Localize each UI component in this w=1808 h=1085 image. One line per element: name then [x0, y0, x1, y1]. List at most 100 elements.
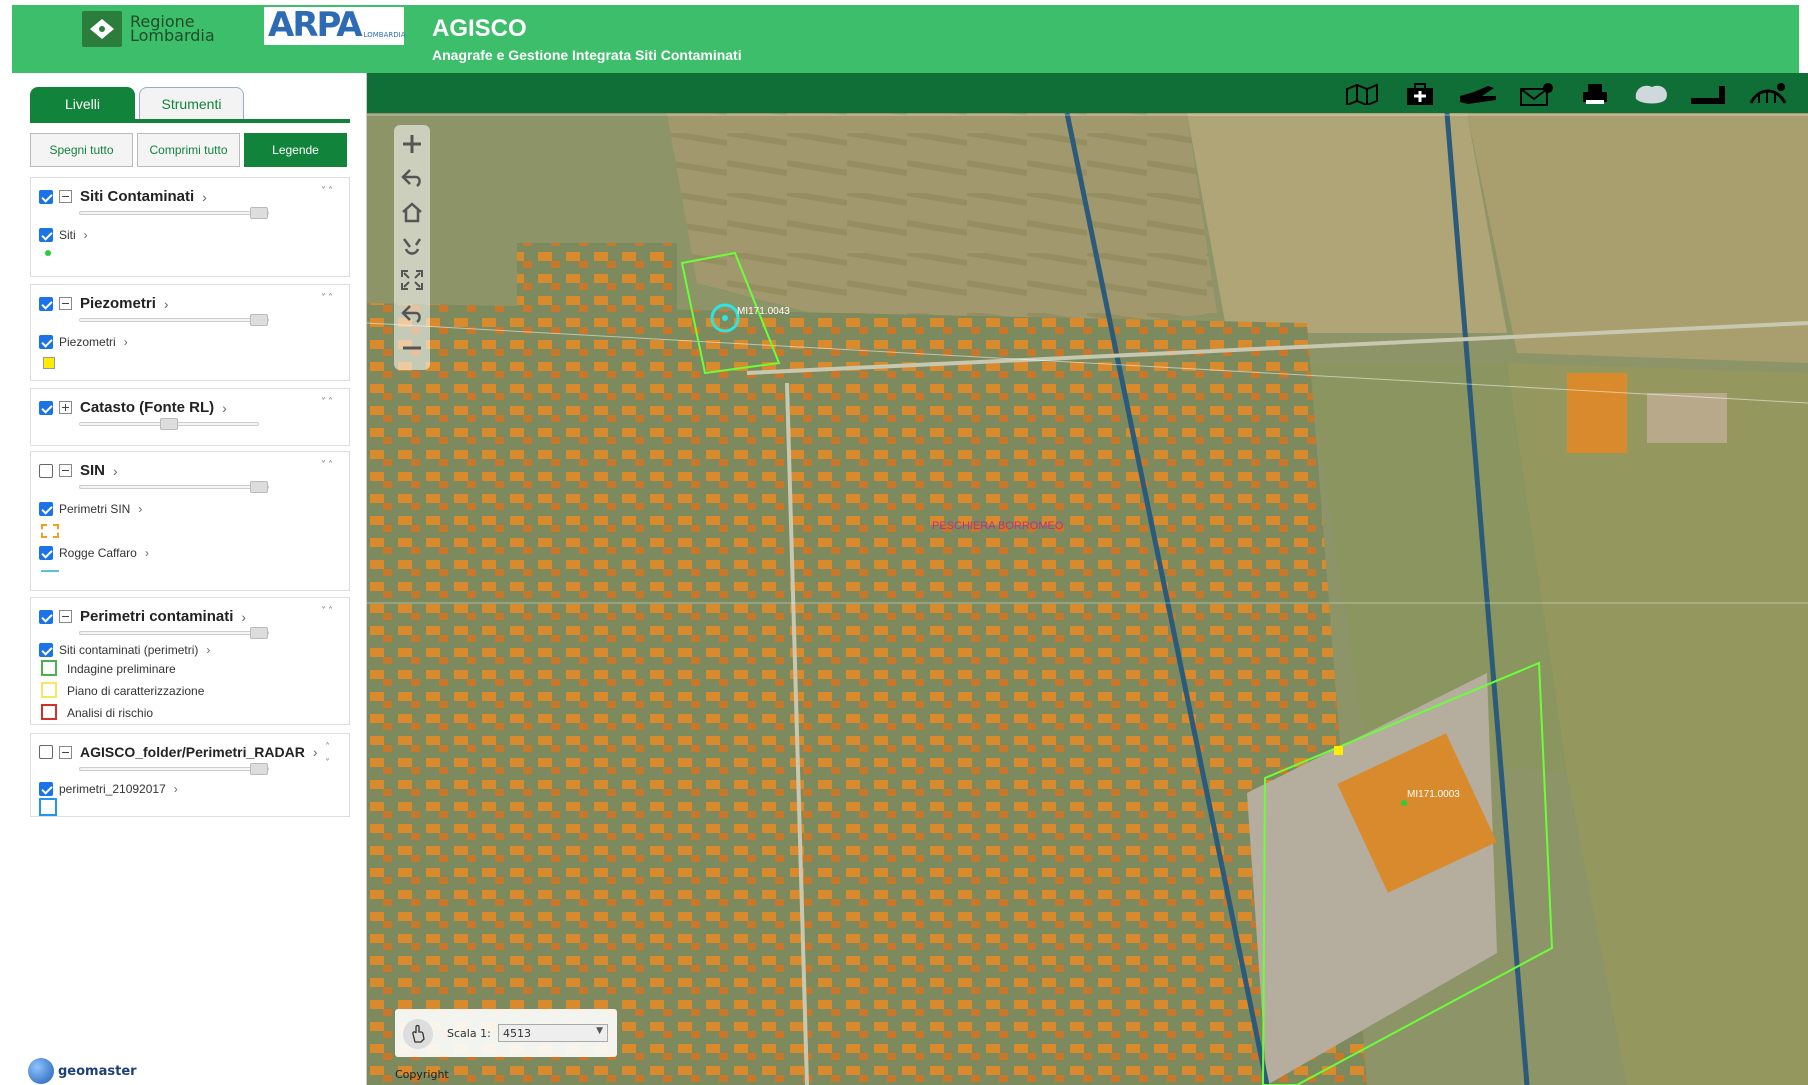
tab-strumenti[interactable]: Strumenti [139, 87, 244, 119]
bridge-icon[interactable] [1749, 79, 1789, 109]
slider-handle[interactable] [160, 418, 178, 430]
zoom-in-icon[interactable] [394, 127, 430, 161]
collapse-toggle-icon[interactable] [59, 745, 72, 759]
rogge-caffaro-checkbox[interactable] [39, 546, 53, 560]
aerial-map-image[interactable] [367, 73, 1808, 1085]
layer-group-title: Catasto (Fonte RL) [80, 399, 215, 416]
layer-group-title: SIN [80, 462, 106, 479]
piezometri-group-checkbox[interactable] [39, 296, 53, 311]
opacity-slider[interactable] [79, 418, 259, 430]
collapse-toggle-icon[interactable] [59, 190, 72, 203]
comprimi-tutto-button[interactable]: Comprimi tutto [137, 133, 240, 167]
layer-group-title: Siti Contaminati [80, 188, 195, 205]
legend-label: Indagine preliminare [67, 662, 176, 676]
legende-button[interactable]: Legende [244, 133, 347, 167]
map-icon[interactable] [1342, 79, 1382, 109]
radar-checkbox[interactable] [39, 745, 53, 759]
piezometri-checkbox[interactable] [39, 335, 53, 349]
slider-handle[interactable] [250, 627, 268, 639]
slider-handle[interactable] [250, 207, 268, 219]
layer-label: Siti [59, 228, 76, 242]
opacity-slider[interactable] [79, 207, 269, 219]
collapse-toggle-icon[interactable] [59, 464, 72, 477]
move-up-down-icon[interactable]: ˅˄ [321, 293, 335, 304]
move-down-icon[interactable]: ˅ [325, 758, 332, 769]
scale-control: Scala 1: 4513 ▼ [395, 1009, 617, 1057]
chevron-right-icon[interactable]: › [113, 462, 118, 479]
collapse-toggle-icon[interactable] [59, 610, 72, 623]
sin-checkbox[interactable] [39, 463, 53, 478]
chevron-right-icon[interactable]: › [138, 502, 143, 516]
dropdown-arrow-icon[interactable]: ▼ [596, 1026, 603, 1036]
chevron-right-icon[interactable]: › [173, 782, 178, 796]
siti-checkbox[interactable] [39, 228, 53, 242]
perimetri-21092017-checkbox[interactable] [39, 782, 53, 796]
printer-icon[interactable] [1575, 79, 1615, 109]
chevron-right-icon[interactable]: › [206, 643, 211, 657]
move-up-down-icon[interactable]: ˅˄ [321, 606, 335, 617]
move-up-icon[interactable]: ˄ [325, 742, 332, 753]
opacity-slider[interactable] [79, 314, 269, 326]
dashed-orange-legend-icon [41, 524, 59, 538]
layer-label: Piezometri [59, 335, 116, 349]
globe-icon [28, 1058, 54, 1084]
siti-contaminati-checkbox[interactable] [39, 189, 53, 204]
scale-select[interactable]: 4513 ▼ [498, 1024, 608, 1042]
yellow-square-legend-icon [43, 357, 55, 369]
pan-hand-icon[interactable] [403, 1019, 433, 1049]
chevron-right-icon[interactable]: › [163, 295, 169, 312]
blue-square-legend-icon [39, 798, 57, 816]
chevron-right-icon[interactable]: › [123, 335, 128, 349]
back-arrow-icon[interactable] [394, 161, 430, 195]
catasto-checkbox[interactable] [39, 400, 53, 415]
mail-location-icon[interactable] [1517, 79, 1557, 109]
layer-group-catasto: Catasto (Fonte RL) › ˅˄ [30, 388, 350, 446]
slider-handle[interactable] [250, 481, 268, 493]
opacity-slider[interactable] [79, 763, 269, 775]
zoom-box-icon[interactable] [394, 229, 430, 263]
opacity-slider[interactable] [79, 481, 269, 493]
expand-toggle-icon[interactable] [59, 401, 72, 414]
move-up-down-icon[interactable]: ˅˄ [321, 186, 335, 197]
scale-label: Scala 1: [447, 1027, 491, 1040]
app-subtitle: Anagrafe e Gestione Integrata Siti Conta… [432, 47, 742, 63]
chevron-right-icon[interactable]: › [144, 546, 149, 560]
forward-arrow-icon[interactable] [394, 297, 430, 331]
move-up-down-icon[interactable]: ˅˄ [321, 460, 335, 471]
layer-label: perimetri_21092017 [59, 782, 166, 796]
arpa-logo-text: ARPA [268, 5, 363, 45]
move-up-down-icon[interactable]: ˅˄ [321, 397, 335, 408]
regione-lombardia-emblem [82, 11, 122, 47]
layer-group-title: Perimetri contaminati [80, 608, 234, 625]
map-view[interactable]: MI171.0043 PESCHIERA BORROMEO MI171.0003 [367, 73, 1808, 1085]
spegni-tutto-button[interactable]: Spegni tutto [30, 133, 133, 167]
geomaster-logo-text: geomaster [58, 1063, 137, 1079]
home-icon[interactable] [394, 195, 430, 229]
hand-icon[interactable] [1458, 79, 1498, 109]
chevron-right-icon[interactable]: › [83, 228, 88, 242]
slider-handle[interactable] [250, 314, 268, 326]
site-label: MI171.0043 [737, 306, 790, 317]
panel-button-row: Spegni tutto Comprimi tutto Legende [30, 133, 347, 167]
zoom-out-icon[interactable] [394, 331, 430, 365]
map-navigation-bar [394, 125, 430, 370]
perimetri-sin-checkbox[interactable] [39, 502, 53, 516]
full-extent-icon[interactable] [394, 263, 430, 297]
cloud-shape-icon[interactable] [1632, 79, 1672, 109]
chevron-right-icon[interactable]: › [241, 608, 247, 625]
legend-label: Piano di caratterizzazione [67, 684, 205, 698]
chevron-right-icon[interactable]: › [222, 399, 227, 416]
first-aid-icon[interactable] [1400, 79, 1440, 109]
town-label: PESCHIERA BORROMEO [932, 520, 1064, 532]
siti-perimetri-checkbox[interactable] [39, 643, 53, 657]
tab-livelli[interactable]: Livelli [30, 87, 135, 119]
chevron-right-icon[interactable]: › [312, 744, 318, 760]
opacity-slider[interactable] [79, 627, 269, 639]
collapse-toggle-icon[interactable] [59, 297, 72, 310]
tab-underline [30, 119, 350, 123]
slider-handle[interactable] [250, 763, 268, 775]
perimetri-contaminati-checkbox[interactable] [39, 609, 53, 624]
layer-group-perimetri-radar: AGISCO_folder/Perimetri_RADAR › ˄ ˅ peri… [30, 733, 350, 817]
measure-icon[interactable] [1689, 79, 1729, 109]
chevron-right-icon[interactable]: › [202, 188, 207, 205]
